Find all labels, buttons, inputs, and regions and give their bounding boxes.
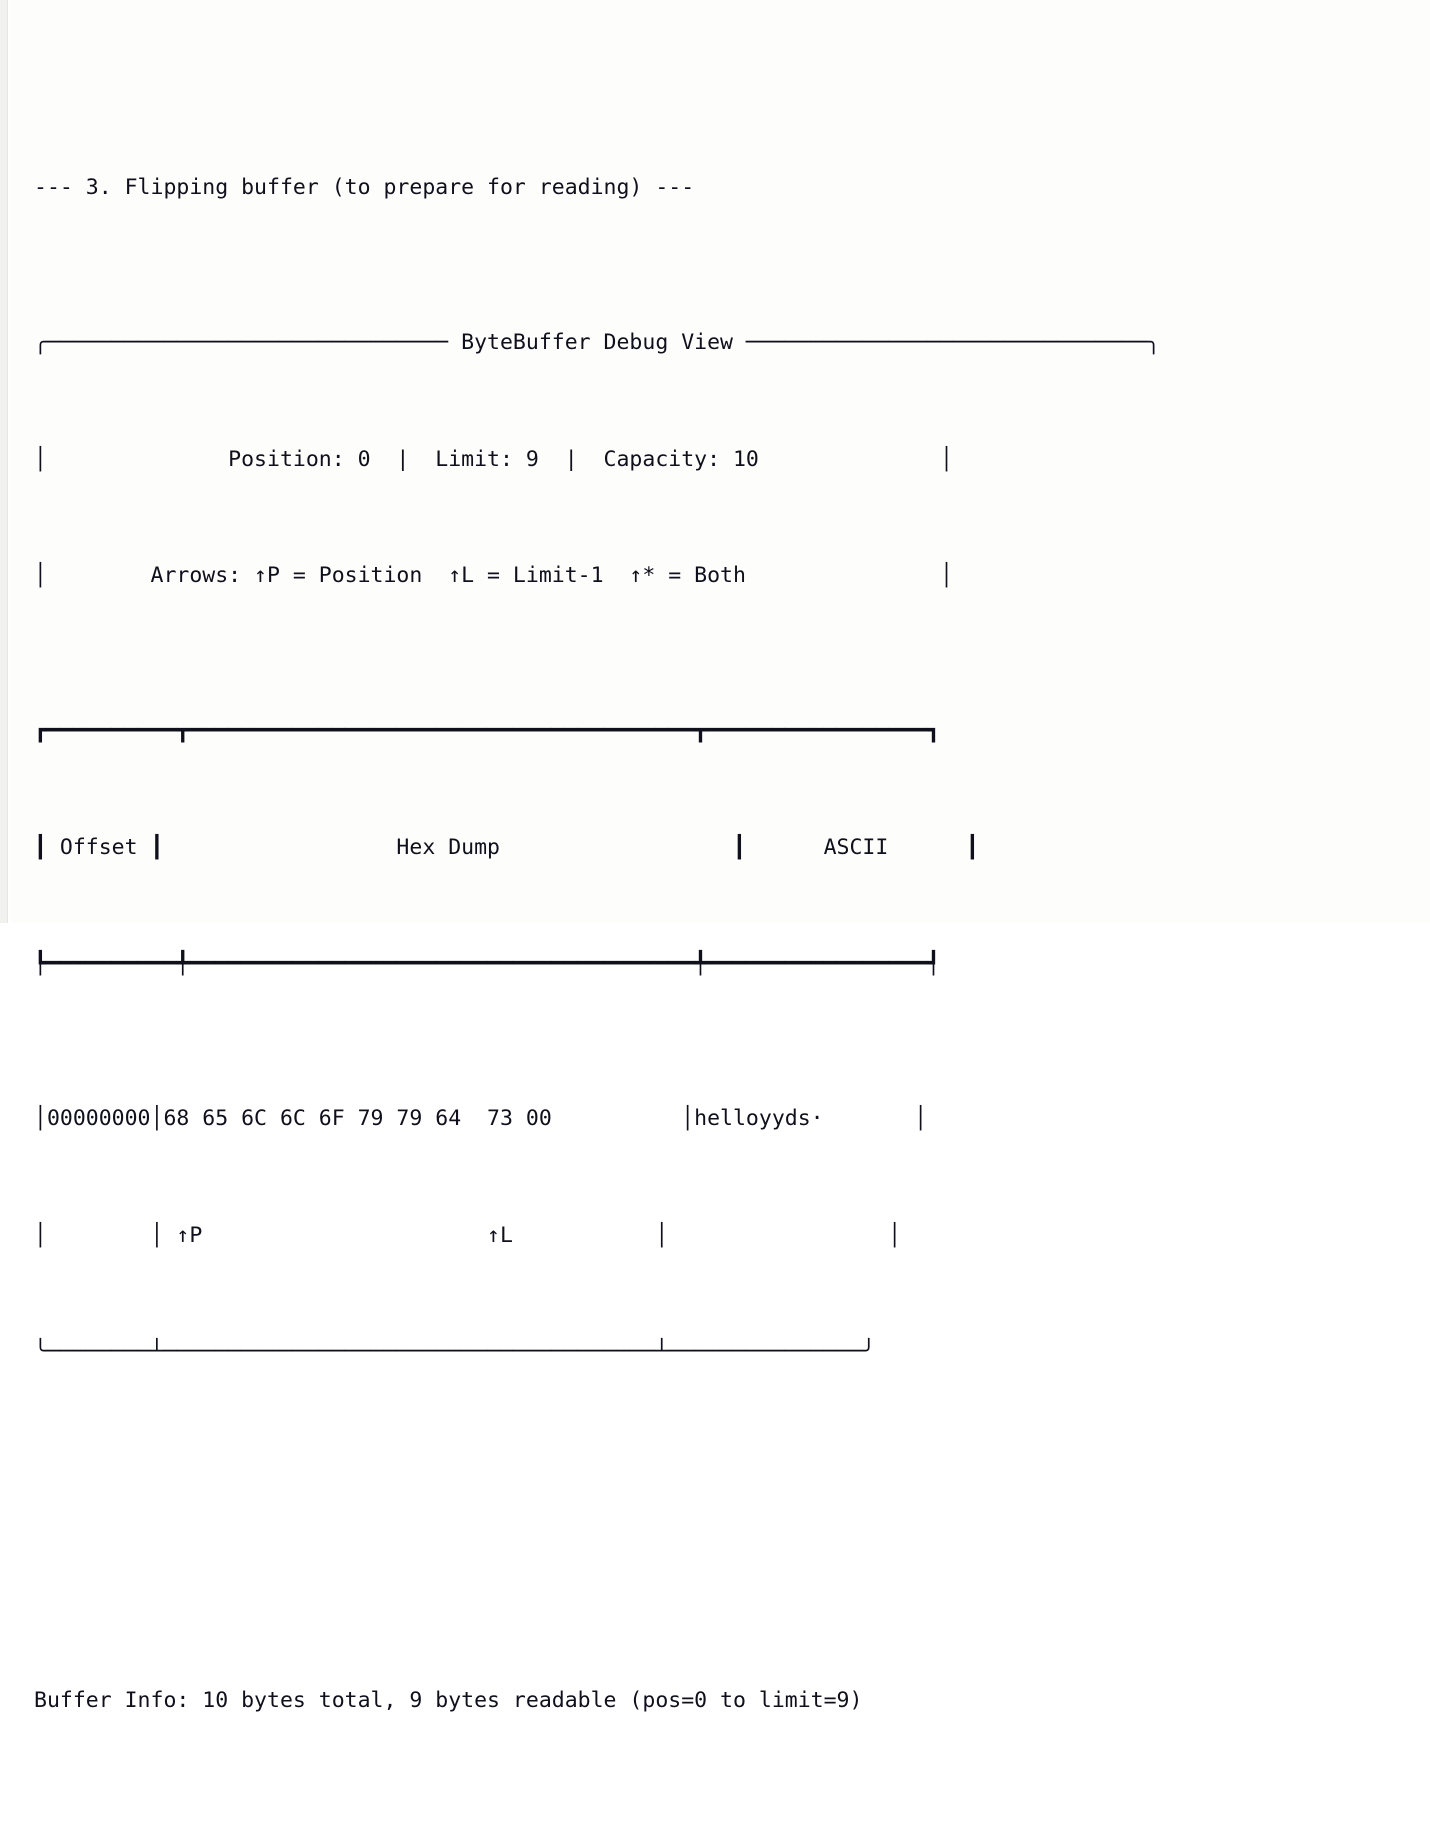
panel-legend-line-1: │ Arrows: ↑P = Position ↑L = Limit-1 ↑* … — [34, 563, 954, 589]
terminal-output-pane[interactable]: --- 3. Flipping buffer (to prepare for r… — [10, 0, 1430, 1713]
table-head-top-border-1: ┏━━━━━━━━━━┳━━━━━━━━━━━━━━━━━━━━━━━━━━━━… — [34, 718, 941, 744]
panel-top-border-1: ╭─────────────────────────────── ByteBuf… — [34, 330, 1161, 356]
section-heading-3: --- 3. Flipping buffer (to prepare for r… — [34, 175, 695, 201]
left-gutter-strip — [0, 0, 8, 923]
panel-bottom-border-1: ╰────────┴──────────────────────────────… — [34, 1339, 876, 1365]
table-head-separator-1: ┡━━━━━━━━━━╇━━━━━━━━━━━━━━━━━━━━━━━━━━━━… — [34, 951, 941, 977]
table-header-row-1: ┃ Offset ┃ Hex Dump ┃ ASCII ┃ — [34, 834, 979, 860]
panel-status-line-1: │ Position: 0 | Limit: 9 | Capacity: 10 … — [34, 446, 954, 472]
table-arrow-row-1: │ │ ↑P ↑L │ │ — [34, 1222, 902, 1248]
buffer-info-line: Buffer Info: 10 bytes total, 9 bytes rea… — [34, 1688, 863, 1714]
blank-line — [34, 1837, 1430, 1846]
blank-line — [34, 1488, 1430, 1527]
table-data-row-1: │00000000│68 65 6C 6C 6F 79 79 64 73 00 … — [34, 1106, 928, 1132]
